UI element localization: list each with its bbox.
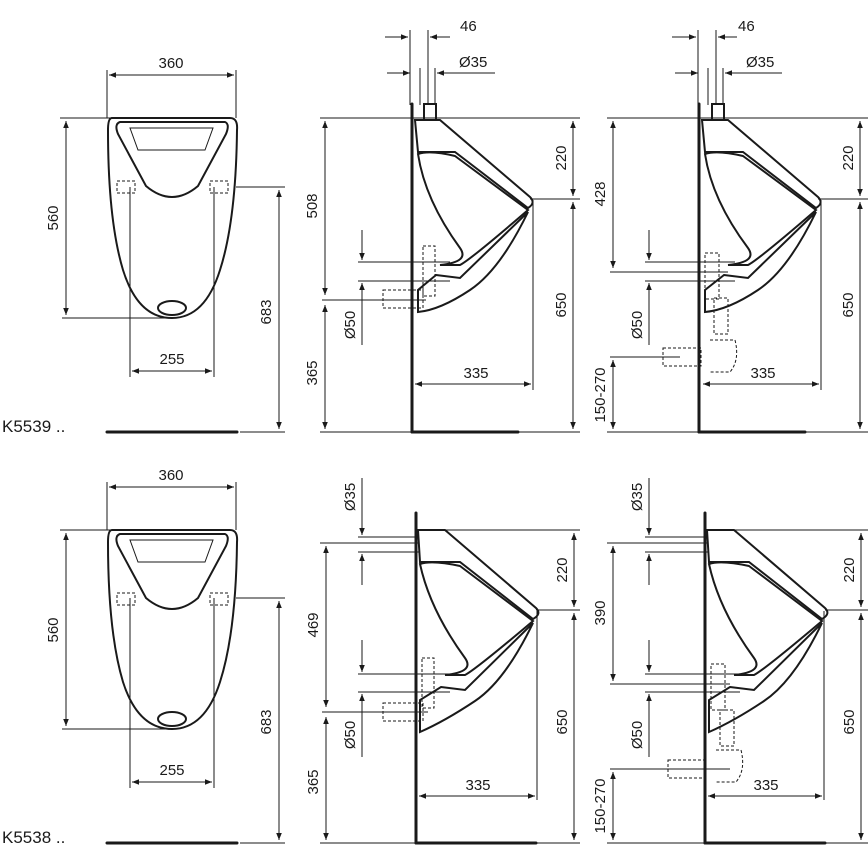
inlet-dia-label: Ø35 xyxy=(342,483,359,511)
lower-height-label: 150-270 xyxy=(592,367,609,422)
top-offset-label: 46 xyxy=(738,18,755,35)
inlet-dia-label: Ø35 xyxy=(746,54,774,71)
inlet-dia-label: Ø35 xyxy=(629,483,646,511)
depth-label: 335 xyxy=(750,365,775,382)
inlet-dia-label: Ø35 xyxy=(459,54,487,71)
inlet-height-label: 683 xyxy=(258,709,275,734)
top-to-lip-label: 220 xyxy=(841,557,858,582)
top-to-lip-label: 220 xyxy=(553,145,570,170)
side-view-b-k5539: 46 Ø35 428 150-270 Ø50 220 650 xyxy=(592,18,868,434)
front-height-label: 560 xyxy=(45,617,62,642)
upper-height-label: 428 xyxy=(592,181,609,206)
depth-label: 335 xyxy=(465,777,490,794)
front-height-label: 560 xyxy=(45,205,62,230)
front-view-k5538: 360 560 255 683 K5538 .. xyxy=(2,467,285,847)
side-view-a-k5538: Ø35 469 365 Ø50 220 650 335 xyxy=(305,478,580,845)
outlet-dia-label: Ø50 xyxy=(629,721,646,749)
model-label-k5539: K5539 .. xyxy=(2,417,65,436)
lower-height-label: 365 xyxy=(305,769,322,794)
lip-height-label: 650 xyxy=(841,709,858,734)
inlet-spacing-label: 255 xyxy=(159,762,184,779)
upper-height-label: 508 xyxy=(304,193,321,218)
outlet-dia-label: Ø50 xyxy=(629,311,646,339)
top-to-lip-label: 220 xyxy=(554,557,571,582)
outlet-dia-label: Ø50 xyxy=(342,311,359,339)
lower-height-label: 365 xyxy=(304,360,321,385)
upper-height-label: 469 xyxy=(305,612,322,637)
inlet-height-label: 683 xyxy=(258,299,275,324)
side-view-a-k5539: 46 Ø35 508 365 Ø50 220 650 335 xyxy=(304,18,580,434)
inlet-spacing-label: 255 xyxy=(159,351,184,368)
lower-height-label: 150-270 xyxy=(592,778,609,833)
front-width-label: 360 xyxy=(158,55,183,72)
front-view-k5539: 360 560 255 683 K5539 .. xyxy=(2,55,285,436)
lip-height-label: 650 xyxy=(554,709,571,734)
top-to-lip-label: 220 xyxy=(840,145,857,170)
depth-label: 335 xyxy=(463,365,488,382)
upper-height-label: 390 xyxy=(592,600,609,625)
lip-height-label: 650 xyxy=(840,292,857,317)
side-view-b-k5538: Ø35 390 150-270 Ø50 220 650 335 xyxy=(592,478,868,845)
model-label-k5538: K5538 .. xyxy=(2,828,65,847)
outlet-dia-label: Ø50 xyxy=(342,721,359,749)
lip-height-label: 650 xyxy=(553,292,570,317)
front-width-label: 360 xyxy=(158,467,183,484)
top-offset-label: 46 xyxy=(460,18,477,35)
depth-label: 335 xyxy=(753,777,778,794)
